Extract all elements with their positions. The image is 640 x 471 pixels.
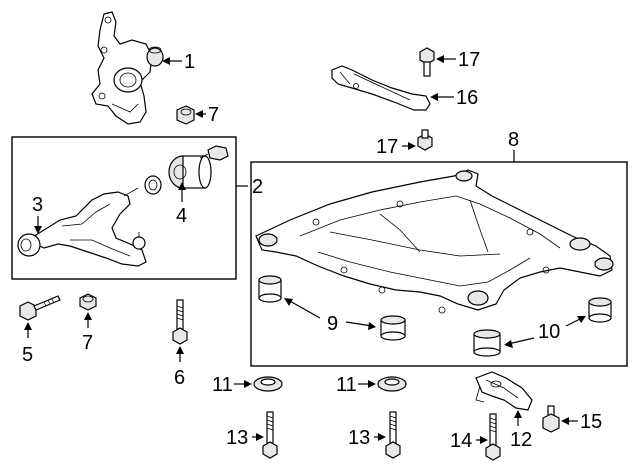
callout-6-leader (176, 346, 184, 362)
callout-13-right-leader (374, 433, 386, 441)
bolt-17-top (419, 47, 435, 77)
callout-9: 9 (327, 313, 338, 335)
callout-10-leaders (504, 316, 586, 348)
callout-5: 5 (22, 344, 33, 366)
callout-11-right: 11 (336, 374, 357, 396)
callout-16-leader (430, 93, 454, 101)
subframe-mount-10-upper (588, 297, 612, 323)
control-arm-group-box (11, 136, 237, 280)
bolt-6 (172, 299, 188, 345)
bolt-5 (19, 295, 61, 321)
bolt-15 (542, 405, 560, 433)
callout-1: 1 (184, 51, 195, 73)
callout-12-leader (514, 410, 522, 426)
callout-10: 10 (538, 321, 560, 343)
callout-3-leader (34, 216, 42, 234)
bolt-17-middle (417, 129, 433, 151)
callout-6: 6 (174, 367, 185, 389)
callout-2: 2 (252, 176, 263, 198)
subframe-group-box (250, 161, 628, 367)
callout-13-left-leader (252, 433, 264, 441)
callout-14-leader (476, 436, 488, 444)
callout-15: 15 (580, 411, 602, 433)
subframe-mount-9-lower (380, 315, 406, 341)
lower-control-arm (17, 187, 147, 267)
callout-7-upper-leader (195, 110, 206, 118)
callout-1-leader (162, 57, 182, 65)
subframe-mount-9-upper (258, 275, 282, 303)
washer-ring (144, 175, 162, 195)
washer-11-right (377, 376, 407, 392)
callout-7-lower-leader (84, 312, 92, 328)
nut-lower (79, 293, 97, 311)
callout-4-leader (178, 182, 186, 202)
callout-17-middle: 17 (376, 136, 398, 158)
control-arm-bushing (168, 145, 229, 189)
subframe-mount-10-lower (473, 329, 501, 357)
engine-cradle-subframe (255, 169, 614, 314)
callout-7-upper: 7 (208, 104, 219, 126)
callout-17-middle-leader (402, 142, 416, 150)
bolt-14 (485, 413, 501, 461)
steering-knuckle (91, 11, 164, 125)
bolt-13-left (262, 411, 278, 459)
callout-3: 3 (32, 194, 43, 216)
callout-11-right-leader (358, 380, 376, 388)
washer-11-left (253, 376, 283, 392)
callout-4: 4 (176, 205, 187, 227)
callout-16: 16 (456, 87, 478, 109)
bolt-13-right (385, 411, 401, 459)
nut-upper (176, 105, 195, 125)
callout-13-left: 13 (226, 427, 248, 449)
callout-8: 8 (508, 129, 519, 151)
callout-11-left-leader (234, 380, 252, 388)
bracket-12 (475, 371, 533, 411)
callout-13-right: 13 (348, 427, 370, 449)
callout-7-lower: 7 (82, 332, 93, 354)
callout-14: 14 (450, 430, 472, 452)
callout-12: 12 (510, 429, 532, 451)
support-bracket (331, 65, 431, 111)
callout-9-leaders (284, 298, 376, 330)
callout-17-top-leader (436, 55, 456, 63)
callout-11-left: 11 (212, 374, 233, 396)
callout-15-leader (561, 417, 578, 425)
callout-17-top: 17 (458, 49, 480, 71)
callout-5-leader (24, 322, 32, 338)
